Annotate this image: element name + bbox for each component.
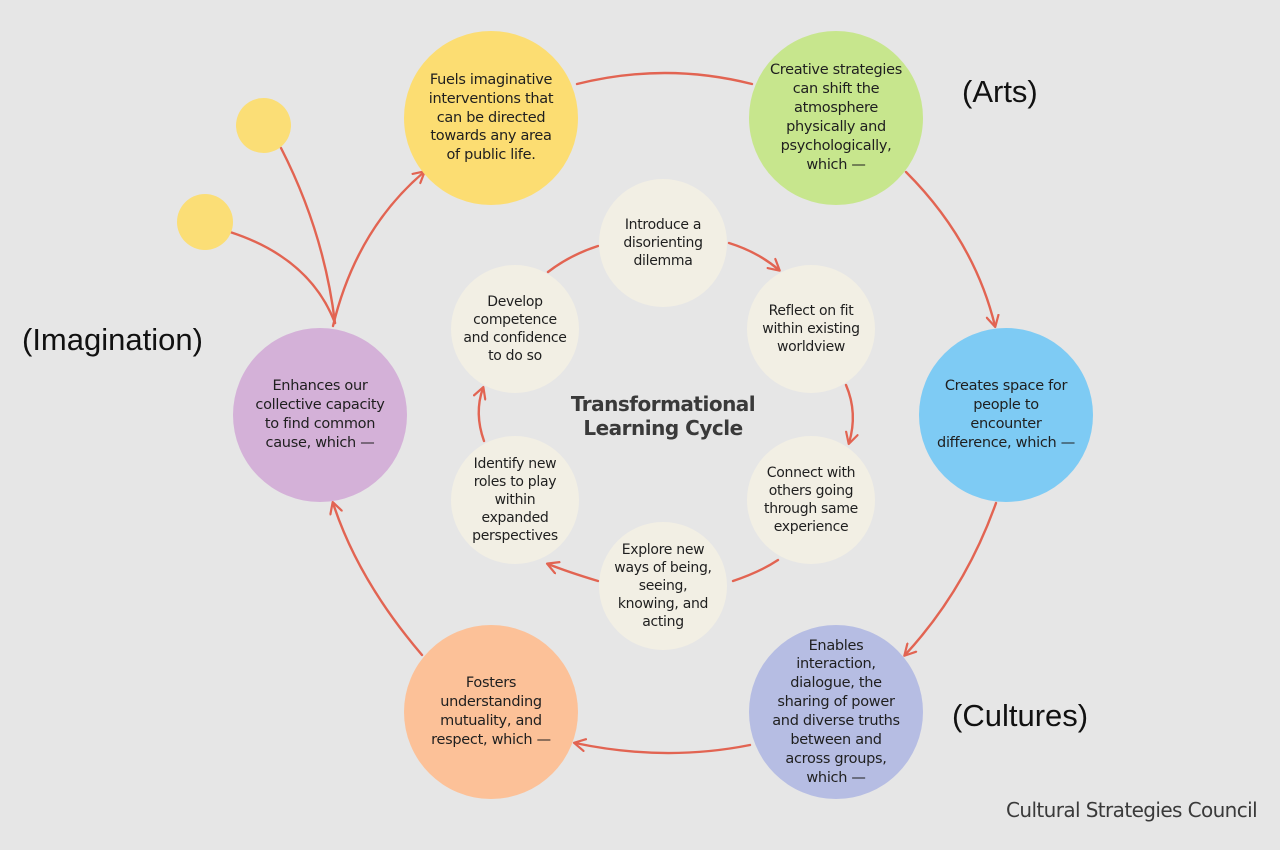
outer-arrow-6 — [331, 172, 424, 328]
center-title: Transformational Learning Cycle — [570, 392, 756, 440]
outer-step-2: Creative strategies can shift the atmosp… — [749, 31, 923, 205]
outer-arrow-5 — [333, 503, 424, 657]
label-cultures: (Cultures) — [952, 698, 1089, 733]
inner-step-1: Introduce a disorienting dilemma — [599, 179, 727, 307]
inner-step-6: Develop competence and confidence to do … — [451, 265, 579, 393]
outer-step-4: Enables interaction, dialogue, the shari… — [749, 625, 923, 799]
label-imagination: (Imagination) — [22, 322, 203, 357]
inner-arrow-6 — [546, 244, 600, 274]
outer-step-1: Fuels imaginative interventions that can… — [404, 31, 578, 205]
dot-stem-2 — [228, 230, 337, 325]
decorative-dot-2 — [177, 194, 233, 250]
outer-arrow-2 — [904, 170, 995, 326]
source-credit: Cultural Strategies Council — [1006, 798, 1258, 822]
outer-step-6: Enhances our collective capacity to find… — [233, 328, 407, 502]
outer-arrow-3 — [905, 501, 998, 655]
inner-arrow-4 — [548, 564, 600, 583]
outer-step-5: Fosters understanding mutuality, and res… — [404, 625, 578, 799]
inner-arrow-3 — [731, 558, 780, 583]
inner-step-4: Explore new ways of being, seeing, knowi… — [599, 522, 727, 650]
outer-arrow-4 — [575, 743, 752, 755]
outer-arrow-1 — [575, 71, 754, 86]
inner-step-5: Identify new roles to play within expand… — [451, 436, 579, 564]
inner-arrow-5 — [479, 388, 484, 443]
inner-step-3: Connect with others going through same e… — [747, 436, 875, 564]
inner-arrow-1 — [727, 241, 779, 270]
inner-step-2: Reflect on fit within existing worldview — [747, 265, 875, 393]
inner-arrow-2 — [844, 383, 853, 443]
label-arts: (Arts) — [962, 74, 1038, 109]
dot-stem-1 — [279, 146, 337, 325]
outer-step-3: Creates space for people to encounter di… — [919, 328, 1093, 502]
decorative-dot-1 — [236, 98, 291, 153]
